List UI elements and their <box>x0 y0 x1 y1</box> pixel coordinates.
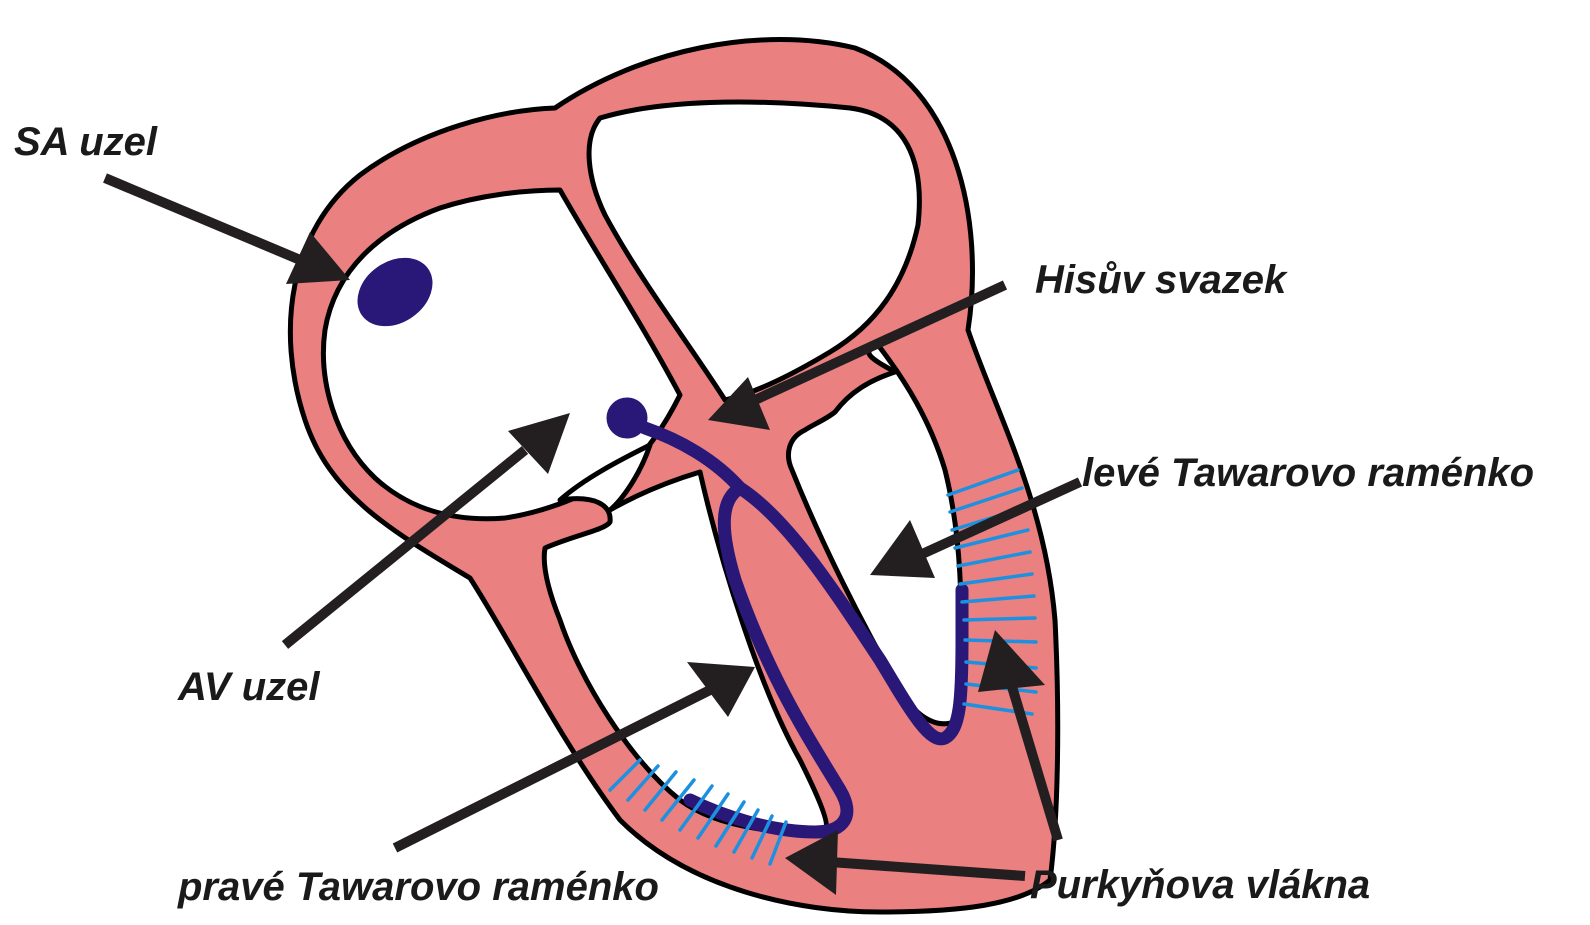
purkinje-fiber <box>964 618 1035 620</box>
label-left-bundle-branch: levé Tawarovo raménko <box>1082 451 1534 495</box>
label-purkinje-fibers: Purkyňova vlákna <box>1030 863 1370 907</box>
label-his-bundle: Hisův svazek <box>1035 258 1288 302</box>
label-sa-node: SA uzel <box>14 120 158 164</box>
label-av-node: AV uzel <box>177 665 320 709</box>
label-right-bundle-branch: pravé Tawarovo raménko <box>177 865 659 909</box>
